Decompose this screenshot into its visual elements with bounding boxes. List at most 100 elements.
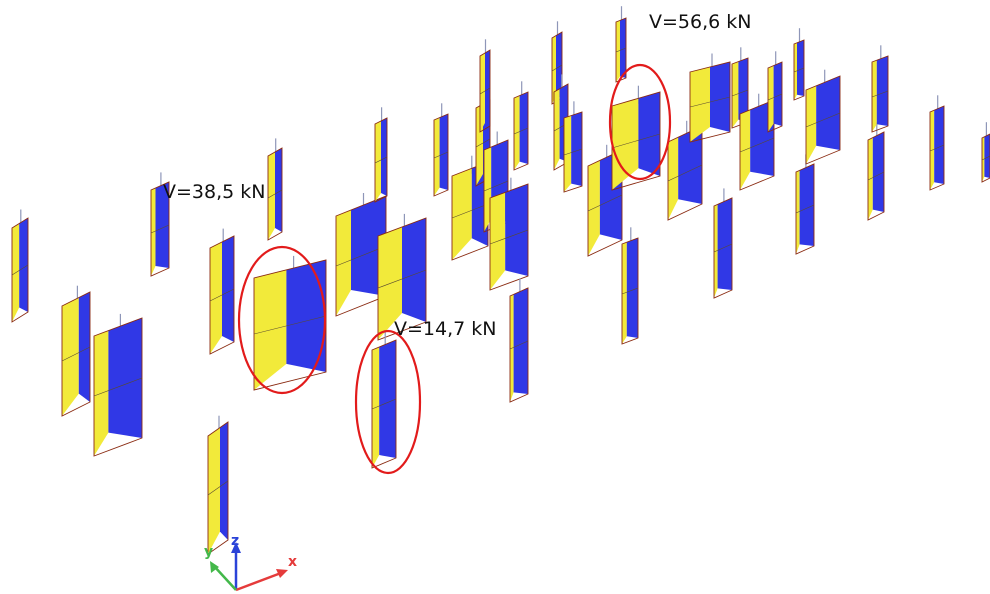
wall-mid-line bbox=[551, 64, 563, 72]
y-axis-line bbox=[213, 565, 237, 591]
wall-panel[interactable] bbox=[207, 415, 229, 555]
wall-blue-region bbox=[571, 112, 582, 186]
wall-mid-line bbox=[929, 144, 945, 152]
wall-panel[interactable] bbox=[377, 213, 427, 341]
wall-blue-region bbox=[710, 62, 730, 132]
wall-mid-line bbox=[475, 138, 491, 148]
wall-blue-region bbox=[402, 218, 426, 322]
wall-blue-region bbox=[738, 58, 748, 122]
wall-outline bbox=[513, 91, 529, 171]
x-axis-label: x bbox=[288, 554, 297, 570]
wall-panel[interactable] bbox=[209, 228, 235, 355]
wall-mid-line bbox=[793, 67, 805, 73]
wall-outline bbox=[207, 421, 229, 555]
wall-outline bbox=[267, 147, 283, 241]
wall-panel[interactable] bbox=[981, 122, 990, 183]
wall-mid-line bbox=[374, 156, 388, 164]
wall-blue-region bbox=[222, 236, 234, 342]
wall-panel[interactable] bbox=[615, 6, 627, 83]
wall-outline bbox=[739, 99, 775, 191]
wall-outline bbox=[93, 317, 143, 457]
wall-panel[interactable] bbox=[11, 209, 29, 323]
wall-blue-region bbox=[155, 182, 169, 268]
wall-blue-region bbox=[678, 126, 702, 204]
wall-mid-line bbox=[483, 180, 509, 192]
wall-panel[interactable] bbox=[371, 331, 397, 469]
wall-panel[interactable] bbox=[489, 177, 529, 291]
wall-outline bbox=[871, 55, 889, 133]
wall-blue-region bbox=[286, 260, 326, 372]
z-axis-label: z bbox=[231, 533, 239, 549]
wall-panel[interactable] bbox=[667, 120, 703, 221]
wall-mid-line bbox=[767, 93, 783, 101]
wall-outline bbox=[509, 287, 529, 403]
wall-panel[interactable] bbox=[621, 227, 639, 345]
wall-panel[interactable] bbox=[689, 53, 731, 143]
wall-panel[interactable] bbox=[867, 122, 885, 221]
wall-blue-region bbox=[381, 118, 387, 196]
wall-blue-region bbox=[773, 62, 782, 126]
wall-outline bbox=[767, 61, 783, 133]
wall-outline bbox=[867, 131, 885, 221]
wall-panel[interactable] bbox=[871, 45, 889, 133]
wall-panel[interactable] bbox=[513, 81, 529, 171]
highlight-circles bbox=[237, 63, 672, 475]
wall-mid-line bbox=[207, 480, 229, 496]
wall-blue-region bbox=[519, 92, 528, 164]
wall-panel[interactable] bbox=[479, 39, 491, 133]
axis-triad: z x y bbox=[204, 533, 297, 592]
wall-outline bbox=[11, 217, 29, 323]
wall-mid-line bbox=[739, 137, 775, 153]
wall-outline bbox=[371, 339, 397, 469]
wall-panel[interactable] bbox=[611, 85, 661, 191]
wall-mid-line bbox=[713, 243, 733, 253]
wall-outline bbox=[929, 105, 945, 191]
wall-blue-region bbox=[78, 292, 90, 402]
shear-label-56-6: V=56,6 kN bbox=[649, 11, 752, 33]
wall-mid-line bbox=[209, 288, 235, 302]
y-axis-label: y bbox=[204, 544, 213, 560]
wall-panel[interactable] bbox=[150, 172, 170, 277]
wall-mid-line bbox=[371, 398, 397, 410]
wall-panel[interactable] bbox=[267, 138, 283, 241]
wall-outline bbox=[563, 111, 583, 193]
shear-label-14-7: V=14,7 kN bbox=[394, 318, 497, 340]
wall-panel[interactable] bbox=[805, 69, 841, 165]
wall-panel[interactable] bbox=[929, 95, 945, 191]
wall-mid-line bbox=[689, 96, 731, 108]
wall-panel[interactable] bbox=[509, 278, 529, 403]
wall-panel[interactable] bbox=[433, 103, 449, 197]
x-axis-line bbox=[235, 571, 282, 592]
wall-mid-line bbox=[667, 164, 703, 182]
wall-blue-region bbox=[379, 340, 396, 458]
wall-mid-line bbox=[563, 148, 583, 156]
wall-mid-line bbox=[267, 189, 283, 199]
wall-panel[interactable] bbox=[793, 28, 805, 101]
wall-panel[interactable] bbox=[795, 154, 815, 255]
wall-blue-region bbox=[626, 238, 638, 338]
wall-blue-region bbox=[351, 196, 386, 296]
wall-outline bbox=[611, 91, 661, 191]
wall-panel[interactable] bbox=[93, 313, 143, 457]
wall-mid-line bbox=[479, 87, 491, 95]
wall-outline bbox=[253, 259, 327, 391]
wall-panel[interactable] bbox=[374, 107, 388, 203]
wall-blue-region bbox=[797, 40, 804, 96]
wall-panel[interactable] bbox=[551, 21, 563, 105]
wall-elements bbox=[11, 6, 990, 555]
wall-outline bbox=[795, 163, 815, 255]
wall-panel[interactable] bbox=[767, 51, 783, 133]
wall-panel[interactable] bbox=[713, 188, 733, 299]
wall-panel[interactable] bbox=[253, 255, 327, 391]
wall-blue-region bbox=[934, 106, 944, 184]
wall-mid-line bbox=[731, 89, 749, 97]
wall-blue-region bbox=[275, 148, 282, 232]
wall-mid-line bbox=[513, 127, 529, 135]
wall-mid-line bbox=[253, 315, 327, 335]
wall-mid-line bbox=[871, 90, 889, 98]
wall-panel[interactable] bbox=[563, 101, 583, 193]
wall-blue-region bbox=[717, 198, 732, 290]
wall-panel[interactable] bbox=[61, 285, 91, 417]
wall-outline bbox=[981, 133, 990, 183]
